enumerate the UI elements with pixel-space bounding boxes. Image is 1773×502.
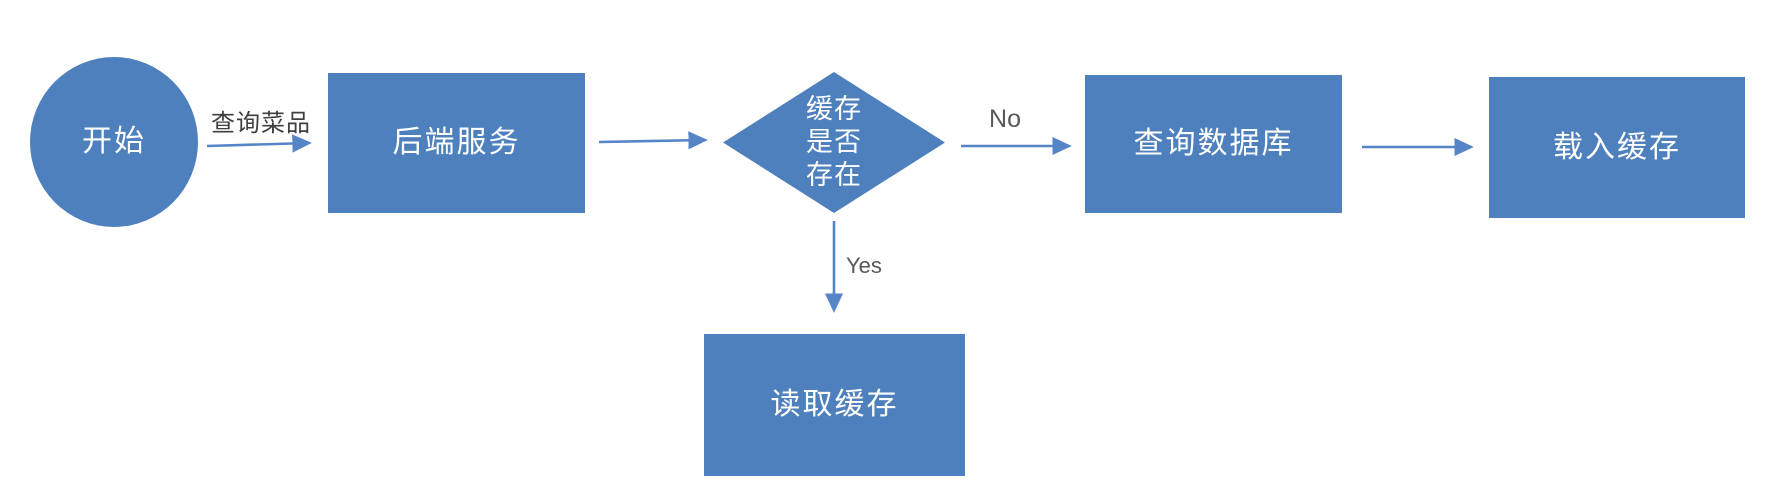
node-cache-exists-decision: 缓存 是否 存在 <box>723 72 945 213</box>
node-read-cache-label: 读取缓存 <box>770 388 899 421</box>
node-load-cache-label: 载入缓存 <box>1553 130 1681 164</box>
node-start-label: 开始 <box>82 125 146 158</box>
node-cache-exists-decision-label: 缓存 是否 存在 <box>806 94 862 190</box>
edge-label-yes: Yes <box>846 253 882 278</box>
node-query-database: 查询数据库 <box>1085 75 1342 213</box>
node-read-cache: 读取缓存 <box>704 334 965 476</box>
connector-backend-decision <box>598 131 708 150</box>
node-start: 开始 <box>30 57 198 227</box>
node-query-database-label: 查询数据库 <box>1133 127 1294 160</box>
node-backend-service-label: 后端服务 <box>392 126 521 159</box>
node-backend-service: 后端服务 <box>328 73 585 213</box>
edge-label-no: No <box>989 105 1021 133</box>
edge-label-query-dish: 查询菜品 <box>211 110 311 137</box>
node-load-cache: 载入缓存 <box>1489 77 1745 218</box>
connector-start-backend <box>206 134 312 153</box>
